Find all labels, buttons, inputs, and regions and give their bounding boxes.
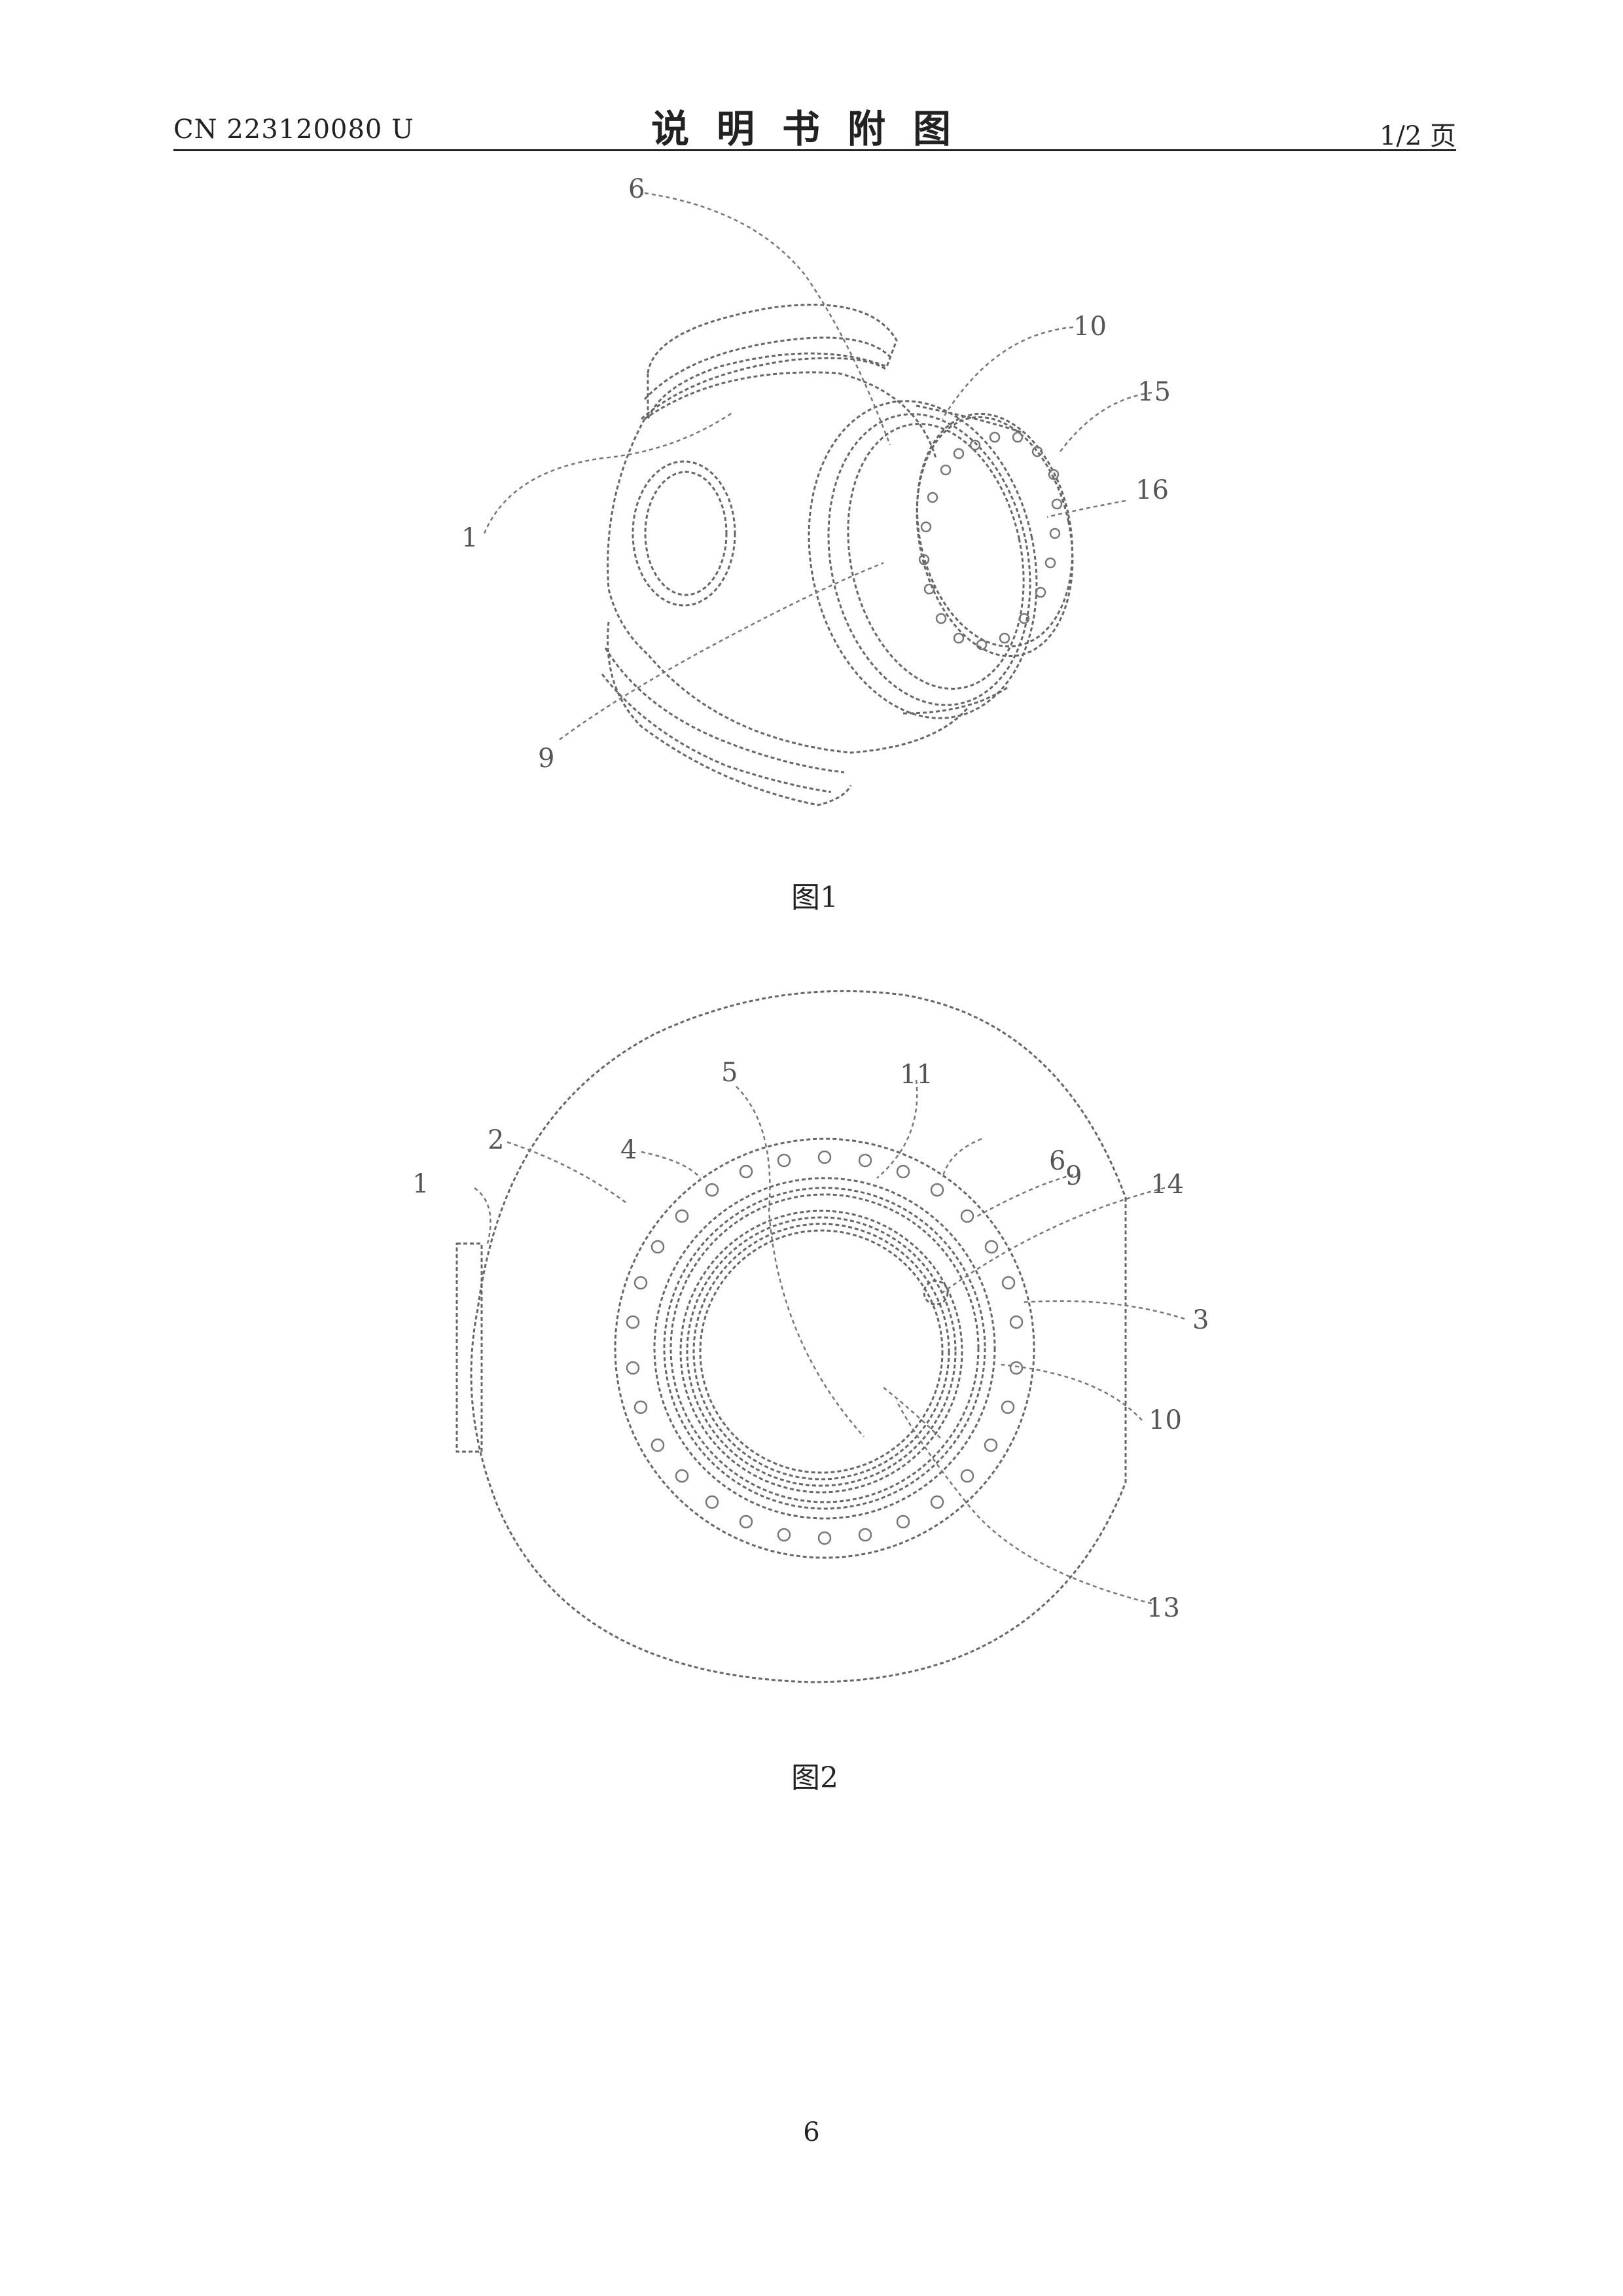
callout-label: 5: [721, 1058, 738, 1088]
callout-label: 13: [1147, 1593, 1180, 1623]
figure-2-callouts: 5 11 2 4 6 9 14 1 3 10 13: [412, 1058, 1209, 1623]
callout-label: 9: [1065, 1161, 1082, 1191]
page-number: 6: [0, 2117, 1623, 2147]
figure-2-caption: 图2: [717, 1754, 913, 1796]
callout-label: 1: [412, 1169, 429, 1199]
callout-label: 10: [1149, 1405, 1182, 1435]
figure-2-drawing: 5 11 2 4 6 9 14 1 3 10 13: [0, 0, 1623, 1734]
callout-label: 3: [1192, 1305, 1209, 1335]
callout-label: 11: [900, 1060, 933, 1090]
callout-label: 6: [1049, 1146, 1065, 1176]
callout-label: 4: [620, 1135, 637, 1165]
callout-label: 14: [1150, 1170, 1184, 1200]
callout-label: 2: [488, 1125, 504, 1155]
